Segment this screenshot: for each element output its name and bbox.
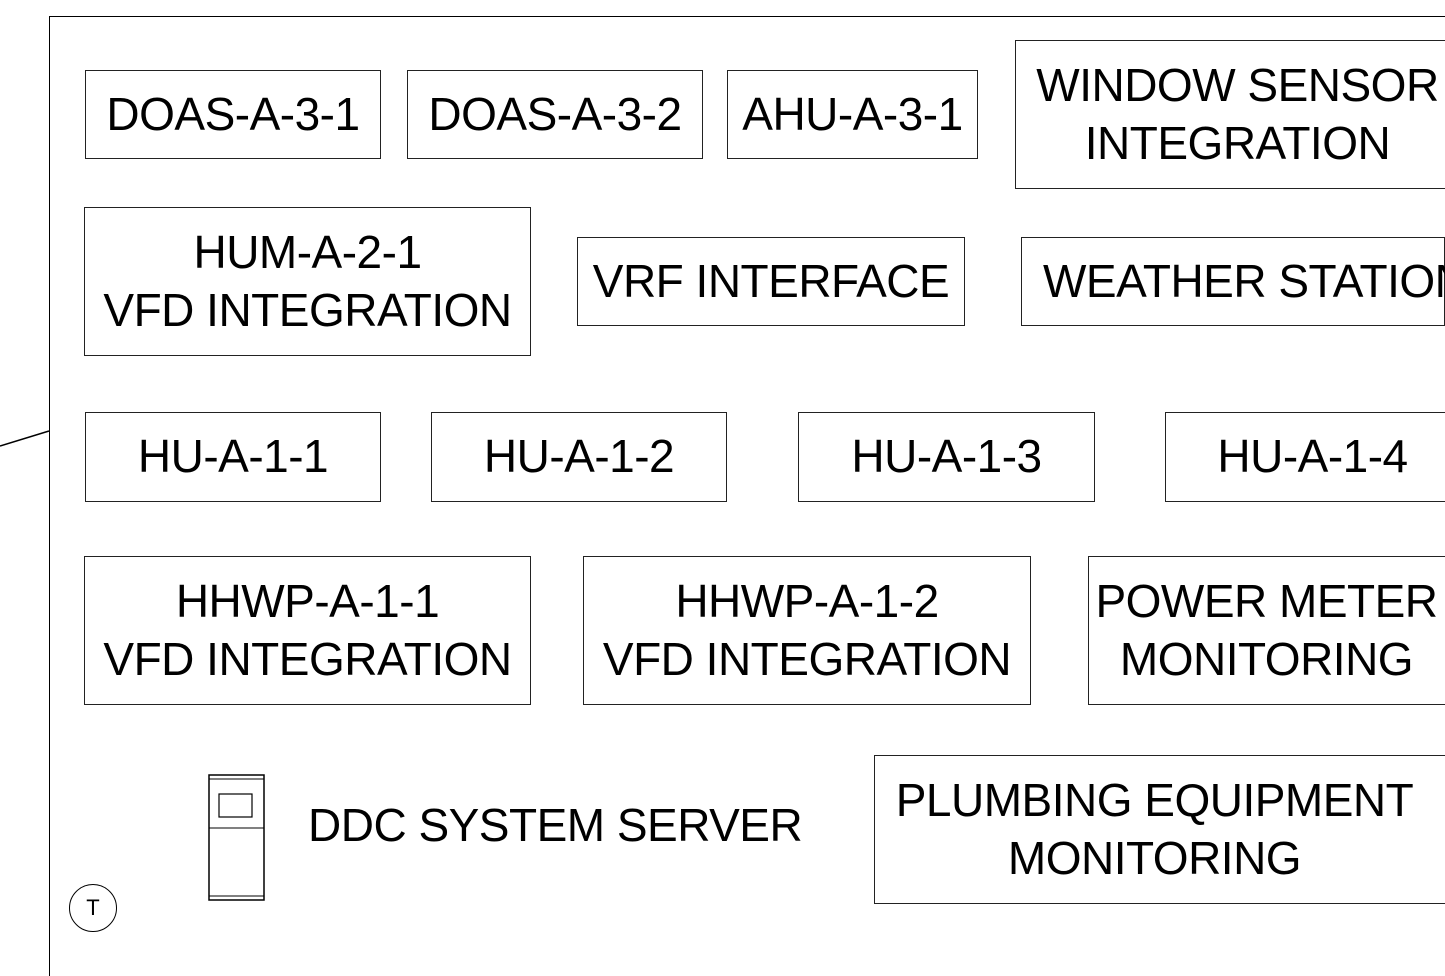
leader-line	[0, 430, 50, 447]
equipment-label: HHWP-A-1-1	[175, 574, 440, 627]
equipment-vrf-interface: VRF INTERFACE	[577, 237, 965, 326]
equipment-label: DOAS-A-3-1	[106, 87, 360, 140]
equipment-label: WINDOW SENSOR	[1036, 58, 1439, 111]
thermostat-label: T	[86, 895, 100, 920]
equipment-hum-a-2-1: HUM-A-2-1 VFD INTEGRATION	[84, 207, 531, 356]
server-icon	[208, 774, 265, 901]
equipment-hu-a-1-1: HU-A-1-1	[85, 412, 381, 502]
system-boundary	[49, 16, 1445, 976]
equipment-hu-a-1-3: HU-A-1-3	[798, 412, 1095, 502]
equipment-doas-a-3-2: DOAS-A-3-2	[407, 70, 703, 159]
equipment-hhwp-a-1-2: HHWP-A-1-2 VFD INTEGRATION	[583, 556, 1031, 705]
equipment-label: HUM-A-2-1	[193, 225, 422, 278]
equipment-sublabel: MONITORING	[1119, 632, 1414, 685]
equipment-sublabel: MONITORING	[1007, 831, 1302, 884]
equipment-hu-a-1-4: HU-A-1-4	[1165, 412, 1445, 502]
equipment-window-sensor: WINDOW SENSOR INTEGRATION	[1015, 40, 1445, 189]
equipment-sublabel: VFD INTEGRATION	[103, 632, 512, 685]
server-label: DDC SYSTEM SERVER	[308, 799, 803, 851]
equipment-label: HU-A-1-3	[851, 430, 1042, 483]
equipment-sublabel: VFD INTEGRATION	[103, 283, 512, 336]
equipment-label: VRF INTERFACE	[592, 254, 950, 307]
equipment-label: HU-A-1-2	[483, 430, 675, 483]
equipment-plumbing: PLUMBING EQUIPMENT MONITORING	[874, 755, 1445, 904]
equipment-hu-a-1-2: HU-A-1-2	[431, 412, 727, 502]
equipment-label: WEATHER STATION	[1043, 254, 1445, 307]
equipment-doas-a-3-1: DOAS-A-3-1	[85, 70, 381, 159]
equipment-sublabel: VFD INTEGRATION	[602, 632, 1012, 685]
equipment-ahu-a-3-1: AHU-A-3-1	[727, 70, 978, 159]
equipment-hhwp-a-1-1: HHWP-A-1-1 VFD INTEGRATION	[84, 556, 531, 705]
equipment-label: HHWP-A-1-2	[675, 574, 939, 627]
equipment-label: DOAS-A-3-2	[428, 87, 682, 140]
equipment-weather-station: WEATHER STATION	[1021, 237, 1445, 326]
equipment-sublabel: INTEGRATION	[1084, 116, 1391, 169]
equipment-label: PLUMBING EQUIPMENT	[895, 773, 1414, 826]
equipment-label: POWER METER	[1095, 574, 1438, 627]
equipment-power-meter: POWER METER MONITORING	[1088, 556, 1445, 705]
equipment-label: AHU-A-3-1	[742, 87, 963, 140]
equipment-label: HU-A-1-1	[137, 430, 329, 483]
thermostat-icon: T	[69, 884, 117, 932]
equipment-label: HU-A-1-4	[1217, 430, 1408, 483]
